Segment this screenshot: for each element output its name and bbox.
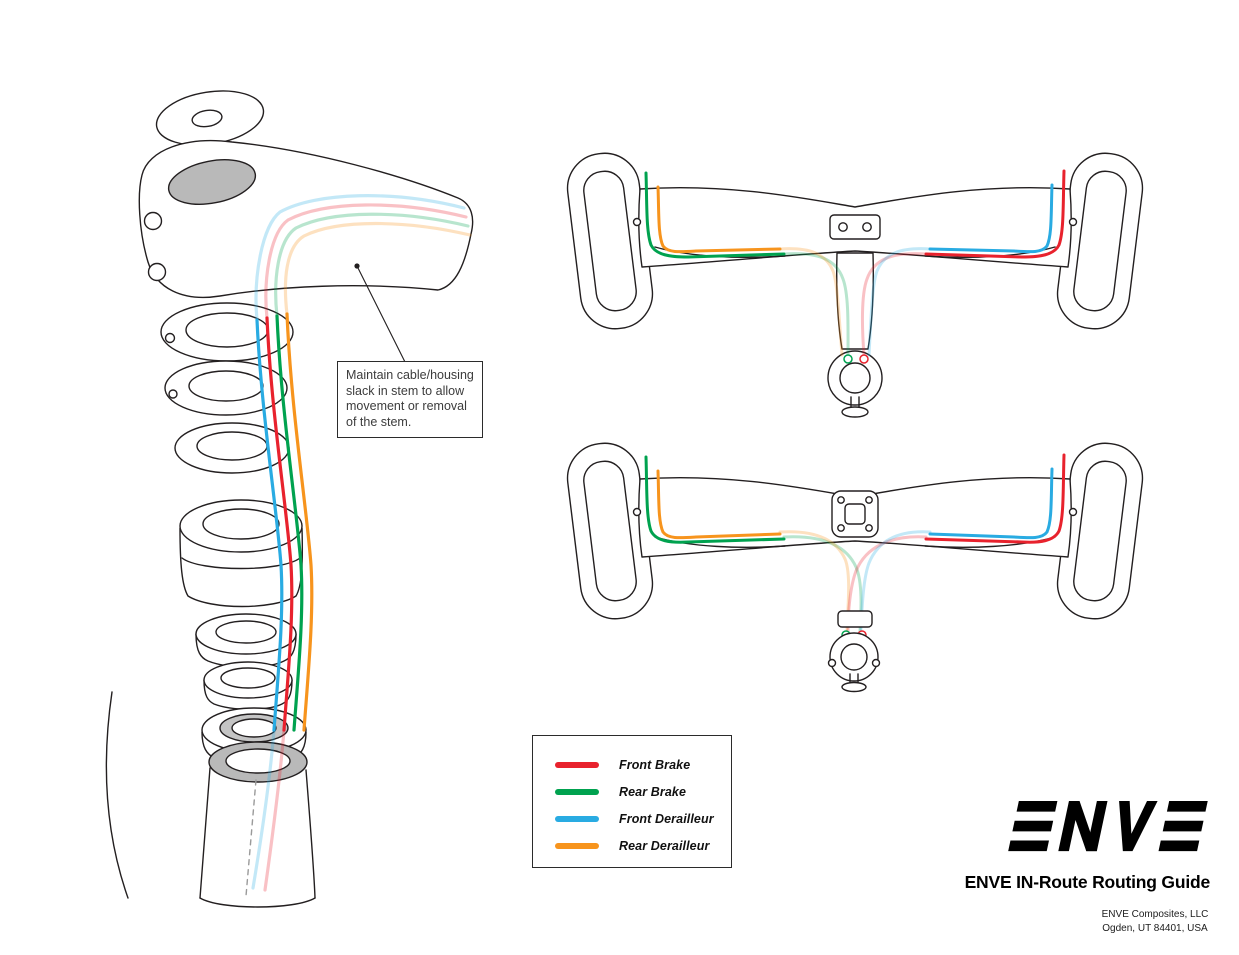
right-port-icon: [1068, 217, 1078, 227]
rear-brake-cable-hidden: [274, 212, 470, 318]
legend-item-rear-derailleur: Rear Derailleur: [555, 832, 731, 859]
company-name: ENVE Composites, LLC: [1101, 909, 1209, 920]
headset-split-ring-2: [164, 360, 288, 416]
company-location: Ogden, UT 84401, USA: [1102, 923, 1208, 934]
legend: Front Brake Rear Brake Front Derailleur …: [532, 735, 732, 868]
front-derailleur-cable-hidden: [254, 194, 466, 322]
stem-bolt-icon: [143, 211, 163, 231]
steerer-axis-line: [245, 779, 257, 897]
headtube-top-ring: [201, 707, 307, 765]
enve-logo: [1005, 800, 1210, 853]
headset-split-ring-1: [160, 302, 294, 362]
rear-derailleur-cable: [656, 469, 782, 540]
company-address: ENVE Composites, LLC Ogden, UT 84401, US…: [1070, 908, 1239, 936]
steerer-end: [841, 406, 869, 418]
handlebar-diagram-integrated: [566, 152, 1144, 418]
stem-body: [138, 139, 474, 298]
rear-derailleur-cable: [285, 312, 314, 732]
front-derailleur-cable: [255, 318, 284, 732]
headset-cone-spacer: [174, 422, 290, 474]
legend-item-front-derailleur: Front Derailleur: [555, 805, 731, 832]
cable-bundle-solid: [255, 312, 314, 732]
left-drop: [566, 442, 654, 620]
rear-brake-cable: [644, 171, 786, 259]
rear-derailleur-cable: [656, 185, 782, 254]
legend-label: Rear Derailleur: [619, 838, 710, 853]
handlebar-diagram-two-piece: [566, 442, 1144, 693]
right-port-icon: [1068, 507, 1078, 517]
callout-leader-line: [354, 263, 406, 363]
callout-box: Maintain cable/housing slack in stem to …: [337, 361, 483, 438]
left-port-icon: [632, 217, 642, 227]
front-derailleur-cable: [928, 183, 1054, 254]
spacer-stack: [179, 499, 304, 608]
legend-label: Front Brake: [619, 757, 691, 772]
bar1-cables-hidden: [778, 247, 932, 357]
guide-title: ENVE IN-Route Routing Guide: [964, 872, 1211, 892]
enve-logo-icon: [1008, 800, 1208, 852]
right-drop: [1056, 442, 1144, 620]
rear-derailleur-cable-hidden: [283, 221, 472, 316]
headset-top-cap: [155, 90, 265, 146]
legend-label: Front Derailleur: [619, 811, 714, 826]
clamp-bolt-icon: [862, 222, 872, 232]
bar1-cables-solid: [644, 169, 1066, 259]
legend-label: Rear Brake: [619, 784, 687, 799]
center-mount-plate: [831, 490, 879, 538]
stem-clamp-plate: [829, 214, 881, 240]
thin-spacer-1: [195, 613, 297, 668]
rear-brake-cable: [275, 314, 304, 732]
internal-cables-faded-bottom: [251, 728, 286, 892]
front-brake-cable-hidden: [264, 203, 468, 320]
right-drop: [1056, 152, 1144, 330]
front-brake-cable: [265, 316, 294, 732]
legend-item-front-brake: Front Brake: [555, 751, 731, 778]
steerer-end: [841, 681, 867, 693]
clamp-bolt-icon: [838, 222, 848, 232]
left-port-icon: [632, 507, 642, 517]
left-drop: [566, 152, 654, 330]
stem-exploded-diagram: [105, 90, 474, 908]
front-brake-exit-port: [859, 354, 869, 364]
internal-cables-faded-top: [254, 194, 472, 322]
thin-spacer-2: [203, 661, 293, 710]
legend-item-rear-brake: Rear Brake: [555, 778, 731, 805]
rear-brake-cable: [644, 455, 786, 544]
stem-neck: [836, 252, 874, 350]
fork-steerer-tube: [105, 691, 316, 908]
bar2-cables-solid: [644, 453, 1066, 544]
stem-bolt-icon: [147, 262, 167, 282]
front-brake-cable: [924, 169, 1066, 259]
front-brake-cable: [924, 453, 1066, 544]
stem-extension: [837, 610, 873, 628]
clamp-bolt-icon: [871, 658, 881, 668]
clamp-bolt-icon: [827, 658, 837, 668]
front-derailleur-cable: [928, 467, 1054, 540]
front-derailleur-swatch: [555, 815, 599, 822]
rear-brake-exit-port: [843, 354, 853, 364]
separate-stem: [827, 610, 881, 693]
callout-text: Maintain cable/housing slack in stem to …: [346, 368, 474, 429]
rear-brake-swatch: [555, 788, 599, 795]
rear-derailleur-swatch: [555, 842, 599, 849]
front-brake-swatch: [555, 761, 599, 768]
